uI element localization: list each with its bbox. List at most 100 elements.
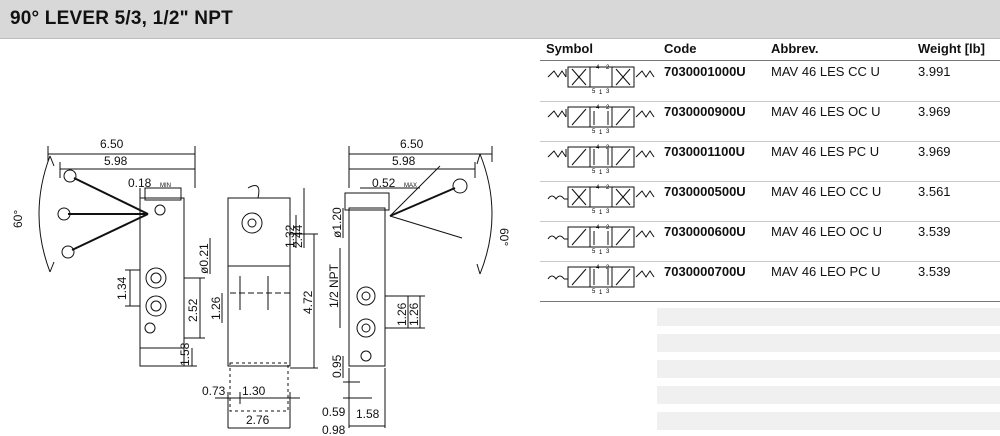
dim-right-max: MAX <box>404 183 417 189</box>
row-code: 7030000500U <box>664 184 746 199</box>
page-title: 90° LEVER 5/3, 1/2" NPT <box>10 8 233 29</box>
col-symbol: Symbol <box>546 41 593 56</box>
row-abbrev: MAV 46 LES PC U <box>771 144 880 159</box>
col-code: Code <box>664 41 697 56</box>
dim-right-052: 0.52 <box>372 176 396 190</box>
svg-text:4: 4 <box>596 225 600 231</box>
dim-mid-472: 4.72 <box>301 290 315 314</box>
svg-text:2: 2 <box>606 65 610 71</box>
svg-text:3: 3 <box>606 289 610 295</box>
svg-text:3: 3 <box>606 89 610 95</box>
dim-right-598: 5.98 <box>392 154 416 168</box>
svg-text:2: 2 <box>606 145 610 151</box>
row-code: 7030000900U <box>664 104 746 119</box>
empty-stripe <box>657 386 1000 404</box>
empty-stripe <box>657 334 1000 352</box>
row-abbrev: MAV 46 LES CC U <box>771 64 880 79</box>
svg-text:5: 5 <box>592 249 596 255</box>
dim-right-126b: 1.26 <box>407 302 421 326</box>
svg-text:1: 1 <box>599 170 603 175</box>
row-weight: 3.539 <box>918 264 951 279</box>
dim-mid-244: 2.44 <box>291 224 305 248</box>
row-abbrev: MAV 46 LEO OC U <box>771 224 883 239</box>
dim-mid-073: 0.73 <box>202 384 226 398</box>
dim-left-158: 1.58 <box>178 342 192 366</box>
technical-drawing: 6.50 5.98 0.18 MIN 60° 1.34 2.52 1.58 ø0… <box>0 38 545 436</box>
dim-right-095: 0.95 <box>330 354 344 378</box>
col-abbrev: Abbrev. <box>771 41 819 56</box>
row-abbrev: MAV 46 LEO CC U <box>771 184 882 199</box>
row-weight: 3.969 <box>918 104 951 119</box>
svg-text:4: 4 <box>596 145 600 151</box>
svg-text:2: 2 <box>606 265 610 271</box>
row-code: 7030000700U <box>664 264 746 279</box>
dim-right-650: 6.50 <box>400 137 424 151</box>
row-weight: 3.539 <box>918 224 951 239</box>
dim-right-60: 60° <box>497 228 511 246</box>
dimension-drawing: 6.50 5.98 0.18 MIN 60° 1.34 2.52 1.58 ø0… <box>11 137 511 436</box>
svg-text:1: 1 <box>599 90 603 95</box>
svg-text:4: 4 <box>596 65 600 71</box>
svg-text:1: 1 <box>599 250 603 255</box>
dim-right-120: ø1.20 <box>330 207 344 238</box>
row-weight: 3.991 <box>918 64 951 79</box>
dim-left-598: 5.98 <box>104 154 128 168</box>
svg-text:5: 5 <box>592 129 596 135</box>
dim-left-650: 6.50 <box>100 137 124 151</box>
svg-text:4: 4 <box>596 265 600 271</box>
row-code: 7030001100U <box>664 144 745 159</box>
empty-stripe <box>657 308 1000 326</box>
svg-text:5: 5 <box>592 89 596 95</box>
svg-text:5: 5 <box>592 289 596 295</box>
empty-stripe <box>657 412 1000 430</box>
row-abbrev: MAV 46 LEO PC U <box>771 264 881 279</box>
dim-left-60: 60° <box>11 210 25 228</box>
svg-text:1: 1 <box>599 130 603 135</box>
page-header: 90° LEVER 5/3, 1/2" NPT <box>0 0 1000 39</box>
left-valve-body <box>139 197 185 367</box>
dim-left-134: 1.34 <box>115 276 129 300</box>
middle-valve-body <box>227 197 291 367</box>
svg-text:4: 4 <box>596 185 600 191</box>
table-header: Symbol Code Abbrev. Weight [lb] <box>540 38 1000 61</box>
dim-mid-126: 1.26 <box>209 296 223 320</box>
dim-mid-276: 2.76 <box>246 413 270 427</box>
svg-text:4: 4 <box>596 105 600 111</box>
svg-text:3: 3 <box>606 129 610 135</box>
svg-text:2: 2 <box>606 225 610 231</box>
svg-text:2: 2 <box>606 185 610 191</box>
row-weight: 3.969 <box>918 144 951 159</box>
dim-left-018: 0.18 <box>128 176 152 190</box>
dim-mid-130: 1.30 <box>242 384 266 398</box>
dim-right-059: 0.59 <box>322 405 346 419</box>
row-code: 7030000600U <box>664 224 746 239</box>
row-abbrev: MAV 46 LES OC U <box>771 104 881 119</box>
dim-right-158: 1.58 <box>356 407 380 421</box>
col-weight: Weight [lb] <box>918 41 985 56</box>
svg-text:3: 3 <box>606 249 610 255</box>
empty-stripe <box>657 360 1000 378</box>
dim-mid-132: 1.32 <box>283 224 297 248</box>
dim-left-min: MIN <box>160 183 171 189</box>
svg-text:5: 5 <box>592 209 596 215</box>
row-weight: 3.561 <box>918 184 951 199</box>
svg-text:2: 2 <box>606 105 610 111</box>
svg-text:3: 3 <box>606 169 610 175</box>
svg-text:3: 3 <box>606 209 610 215</box>
row-code: 7030001000U <box>664 64 746 79</box>
svg-text:5: 5 <box>592 169 596 175</box>
svg-text:1: 1 <box>599 290 603 295</box>
